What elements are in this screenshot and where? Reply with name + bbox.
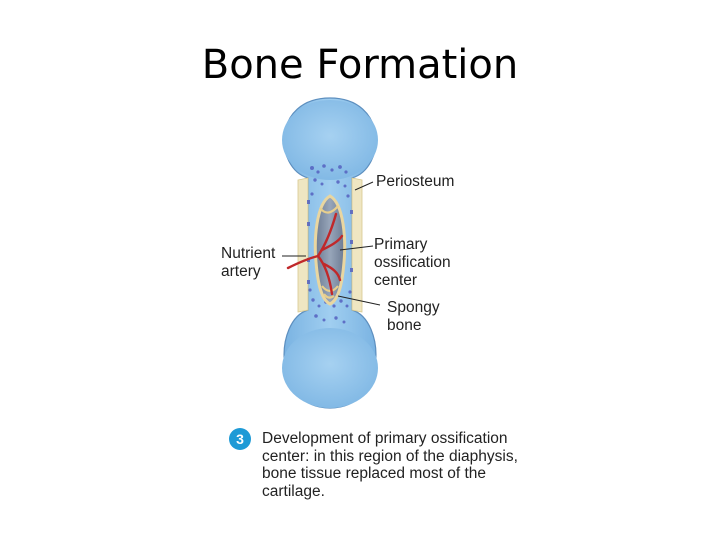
- nutrient-artery-label-line2: artery: [221, 263, 261, 280]
- nutrient-artery-label-line1: Nutrient: [221, 245, 276, 262]
- spongy-bone-label-line2: bone: [387, 317, 422, 334]
- spongy-bone-label-line1: Spongy: [387, 299, 440, 316]
- nutrient-artery-label: Nutrient artery: [221, 245, 275, 281]
- step-caption: Development of primary ossification cent…: [262, 430, 518, 500]
- distal-epiphysis: [282, 328, 378, 408]
- ossification-center: [313, 194, 347, 306]
- periosteum-right: [351, 177, 363, 313]
- primary-ossification-label-line2: ossification: [374, 254, 451, 271]
- proximal-epiphysis: [282, 100, 378, 180]
- periosteum-left: [297, 177, 309, 313]
- primary-ossification-label-line1: Primary: [374, 236, 428, 253]
- nutrient-artery: [286, 212, 344, 296]
- spongy-bone: [319, 205, 339, 299]
- primary-ossification-label: Primary ossification center: [374, 236, 451, 290]
- primary-ossification-label-line3: center: [374, 272, 418, 289]
- leader-lines: [282, 181, 381, 306]
- slide-title: Bone Formation: [201, 42, 519, 88]
- spongy-bone-label: Spongy bone: [387, 299, 440, 335]
- step-number-badge: 3: [229, 428, 251, 450]
- periosteum-label: Periosteum: [376, 173, 455, 190]
